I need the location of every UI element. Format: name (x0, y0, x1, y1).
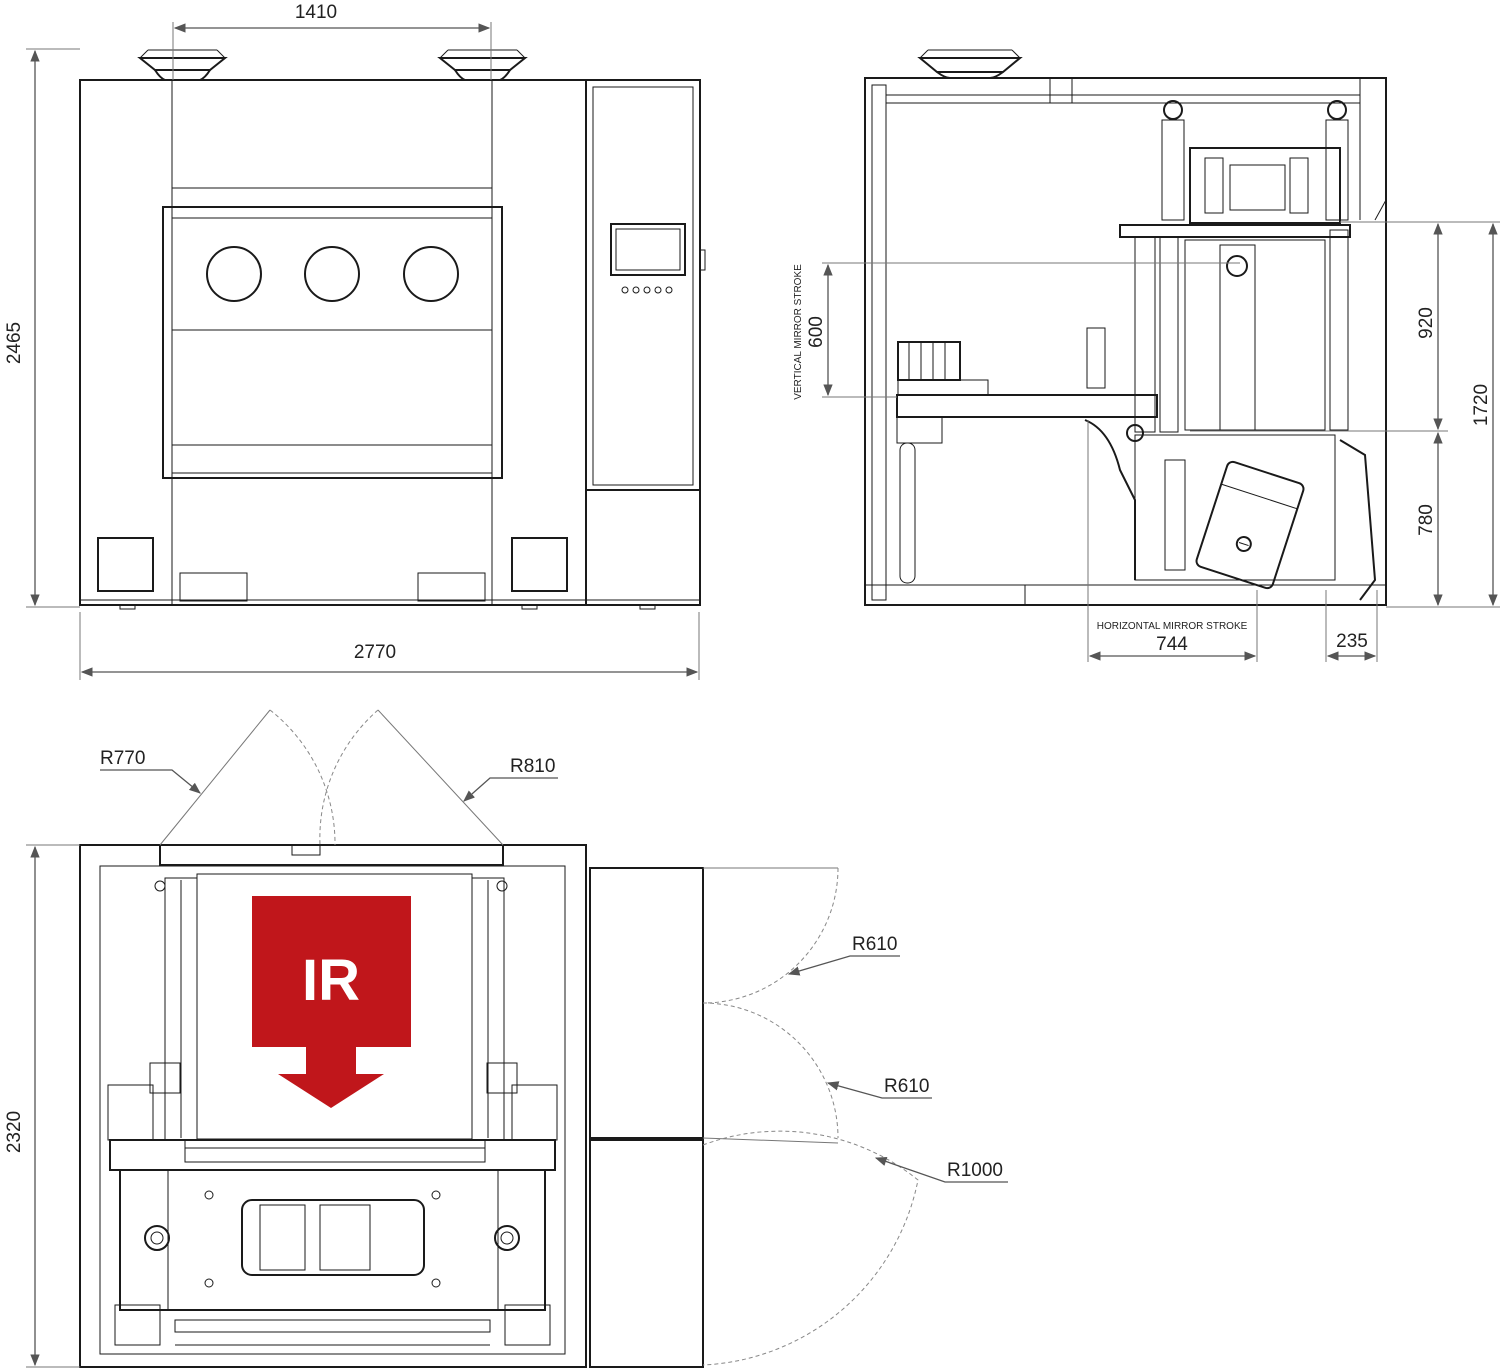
control-cabinet (585, 79, 701, 491)
roof-fan-left (137, 49, 228, 81)
dim-lower: 780 (1416, 504, 1437, 536)
vertical-stroke-label: VERTICAL MIRROR STROKE (793, 264, 804, 400)
side-dimensions: VERTICAL MIRROR STROKE 600 920 780 1720 … (793, 221, 1500, 662)
radius-side-door: R1000 (947, 1160, 1003, 1181)
ir-logo: IR (252, 896, 411, 1108)
dim-total-height: 1720 (1471, 384, 1492, 426)
dim-depth: 2320 (4, 1111, 25, 1153)
control-buttons (621, 286, 673, 294)
ir-arrow-icon (252, 896, 411, 1108)
porthole-left (206, 246, 262, 302)
roof-fan-right (437, 49, 528, 81)
front-view (79, 49, 706, 610)
radius-side-lower: R610 (884, 1076, 929, 1097)
dim-width-total: 2770 (354, 642, 396, 663)
control-screen (610, 223, 686, 276)
side-view (864, 49, 1387, 606)
front-dimensions: 1410 2465 2770 (4, 2, 700, 680)
dim-height: 2465 (4, 322, 25, 364)
horizontal-stroke-value: 744 (1156, 634, 1188, 655)
radius-left-door: R770 (100, 748, 145, 769)
radius-right-door: R810 (510, 756, 555, 777)
dim-offset: 235 (1336, 631, 1368, 652)
ir-logo-text: IR (302, 948, 360, 1013)
top-view (79, 709, 919, 1368)
horizontal-stroke-label: HORIZONTAL MIRROR STROKE (1097, 621, 1248, 632)
radius-side-upper: R610 (852, 934, 897, 955)
dim-width-top: 1410 (295, 2, 337, 23)
porthole-right (403, 246, 459, 302)
dim-upper: 920 (1416, 307, 1437, 339)
top-dimensions: 2320 R770 R810 R610 R610 R1000 (4, 748, 1008, 1368)
porthole-center (304, 246, 360, 302)
vertical-stroke-value: 600 (806, 316, 827, 348)
